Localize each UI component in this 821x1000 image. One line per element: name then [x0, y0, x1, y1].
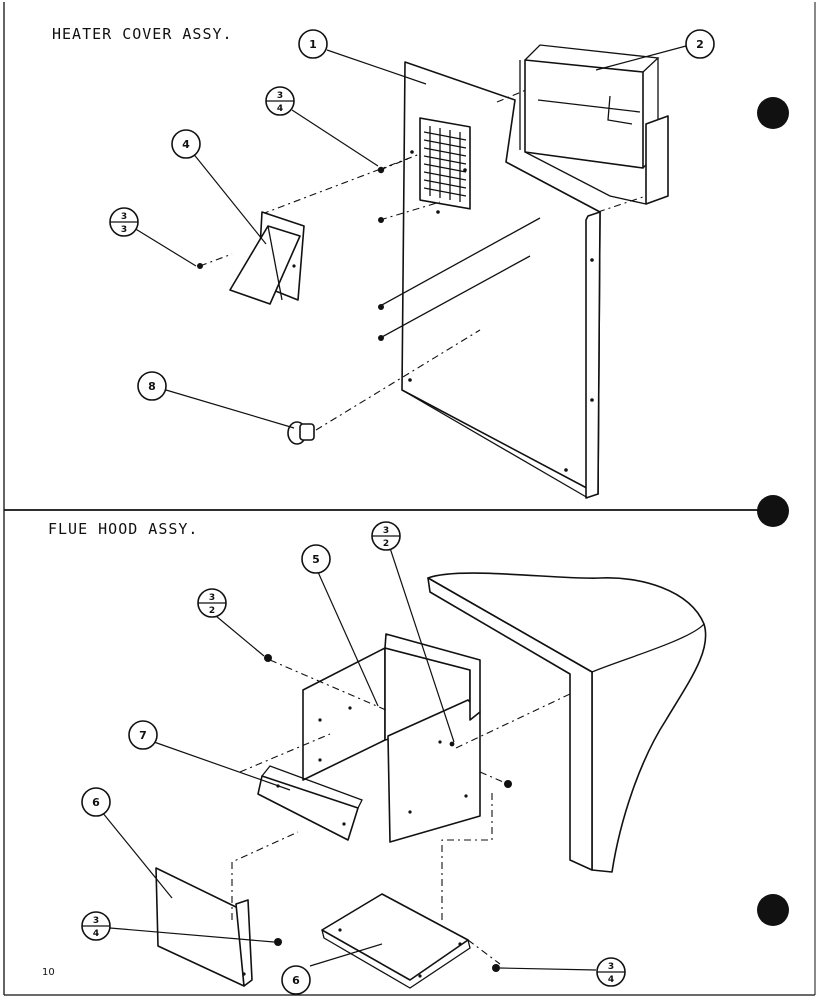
alignment-line-screw-a	[199, 253, 233, 267]
callout-3-over-4-top: 3 4	[265, 86, 295, 116]
alignment-line-flue-e	[441, 790, 493, 920]
svg-text:3: 3	[93, 916, 99, 926]
svg-text:4: 4	[608, 975, 614, 985]
screw	[197, 263, 203, 269]
svg-text:2: 2	[209, 606, 215, 616]
part-1-heater-cover-panel	[401, 61, 601, 499]
screw	[264, 654, 272, 662]
svg-text:6: 6	[92, 796, 100, 809]
part-2-top-duct	[519, 44, 669, 205]
louver-grille	[419, 117, 471, 210]
svg-text:2: 2	[696, 38, 704, 51]
callout-3-over-4-lower-left: 3 4	[81, 911, 111, 941]
screw	[378, 217, 384, 223]
callout-4: 4	[171, 129, 201, 159]
svg-text:3: 3	[209, 593, 215, 603]
svg-text:5: 5	[312, 553, 320, 566]
screw	[504, 780, 512, 788]
callout-3-over-2-right: 3 2	[371, 521, 401, 551]
page-number: 10	[42, 967, 55, 978]
svg-text:4: 4	[182, 138, 190, 151]
flue-hood-body	[427, 572, 707, 873]
svg-text:1: 1	[309, 38, 317, 51]
binder-hole-middle	[757, 495, 789, 527]
callout-3-over-4-lower-right: 3 4	[596, 957, 626, 987]
alignment-line-duct	[496, 89, 527, 103]
svg-text:3: 3	[608, 962, 614, 972]
svg-text:3: 3	[383, 526, 389, 536]
part-4-vent-hood	[229, 211, 305, 305]
heater-cover-title: HEATER COVER ASSY.	[52, 25, 233, 43]
callout-3-over-2-left: 3 2	[197, 588, 227, 618]
callout-5: 5	[301, 544, 331, 574]
screw	[492, 964, 500, 972]
svg-text:4: 4	[277, 104, 283, 114]
svg-text:4: 4	[93, 929, 99, 939]
svg-text:3: 3	[121, 225, 127, 235]
callout-3-over-3: 3 3	[109, 207, 139, 237]
part-5-flue-box	[302, 633, 481, 843]
alignment-line-button	[315, 329, 481, 431]
callout-2: 2	[685, 29, 715, 59]
svg-text:2: 2	[383, 539, 389, 549]
callout-6-left: 6	[81, 787, 111, 817]
alignment-line-flue-f	[467, 939, 501, 965]
alignment-line-screw-top	[379, 157, 411, 171]
callout-7: 7	[128, 720, 158, 750]
alignment-line-hood-mid	[379, 201, 441, 221]
callout-8: 8	[137, 371, 167, 401]
svg-text:6: 6	[292, 974, 300, 987]
part-8-knob	[287, 421, 315, 445]
part-6-side-panel	[155, 867, 253, 987]
alignment-line-hood-top	[261, 153, 421, 215]
flue-hood-title: FLUE HOOD ASSY.	[48, 520, 198, 538]
screw	[274, 938, 282, 946]
screw	[378, 304, 384, 310]
alignment-line-screw-b	[379, 217, 541, 307]
screw	[378, 335, 384, 341]
binder-hole-top	[757, 97, 789, 129]
callout-6-bottom: 6	[281, 965, 311, 995]
alignment-line-screw-c	[379, 255, 531, 339]
svg-text:8: 8	[148, 380, 156, 393]
part-6-base-tray	[321, 893, 471, 989]
alignment-line-flue-a	[269, 659, 387, 711]
callout-1: 1	[298, 29, 328, 59]
svg-text:3: 3	[277, 91, 283, 101]
binder-hole-bottom	[757, 894, 789, 926]
svg-text:3: 3	[121, 212, 127, 222]
alignment-line-flue-c	[231, 831, 299, 920]
svg-text:7: 7	[139, 729, 147, 742]
alignment-line-flue-g	[479, 771, 509, 785]
screw	[377, 166, 385, 174]
part-7-bracket	[257, 765, 363, 841]
alignment-line-flue-d	[455, 693, 571, 749]
